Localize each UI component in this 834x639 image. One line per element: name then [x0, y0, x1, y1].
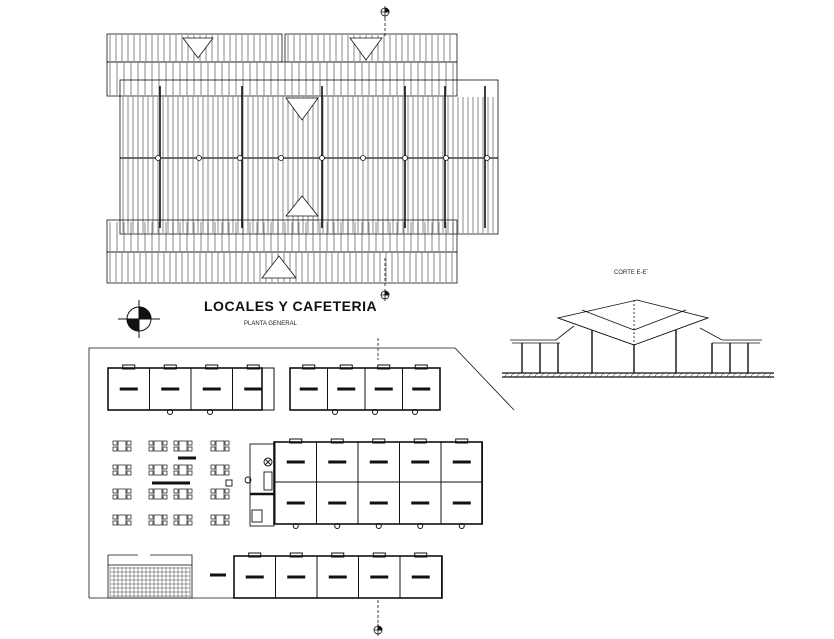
local-unit — [364, 364, 403, 411]
locales-row-outline — [107, 367, 263, 411]
table-with-chairs-icon — [173, 464, 193, 476]
column-dot — [237, 155, 243, 161]
roof-ridge-marker — [285, 97, 319, 121]
local-unit — [149, 364, 192, 411]
table-with-chairs-icon — [210, 440, 230, 452]
roof-main-block — [119, 79, 499, 235]
roof-plan — [106, 18, 499, 288]
table-with-chairs-icon — [210, 514, 230, 526]
column-dot — [360, 155, 366, 161]
roof-hatching — [109, 35, 494, 282]
section-e-e — [502, 299, 774, 378]
column-dot — [484, 155, 490, 161]
section-marker-icon — [380, 289, 390, 301]
local-unit — [399, 438, 442, 483]
local-unit — [399, 481, 442, 529]
section-marker-icon — [380, 6, 390, 18]
table-with-chairs-icon — [148, 464, 168, 476]
table-with-chairs-icon — [112, 440, 132, 452]
local-unit — [274, 481, 317, 529]
roof-wing-bottom — [106, 251, 458, 284]
restroom-block — [107, 554, 226, 599]
north-arrow-icon — [118, 300, 160, 338]
roof-ridge-marker — [261, 255, 297, 279]
local-unit — [289, 364, 328, 411]
local-unit — [274, 438, 317, 483]
table-with-chairs-icon — [148, 488, 168, 500]
locales-row-outline — [233, 555, 443, 599]
local-unit — [357, 438, 400, 483]
section-label: CORTE E-E´ — [614, 270, 649, 276]
local-unit — [399, 552, 442, 599]
roof-upper-band — [106, 61, 458, 97]
column-dot — [443, 155, 449, 161]
local-unit — [316, 552, 359, 599]
locales-group — [107, 364, 483, 599]
roof-ridge-marker — [285, 195, 319, 217]
service-core — [225, 443, 275, 527]
table-with-chairs-icon — [210, 464, 230, 476]
table-with-chairs-icon — [148, 514, 168, 526]
column-dot — [319, 155, 325, 161]
central-block-outline — [273, 441, 483, 525]
site-boundary — [88, 347, 515, 598]
section-marker-icon — [373, 624, 383, 636]
local-unit — [358, 552, 401, 599]
local-unit — [316, 438, 359, 483]
roof-ridge-marker — [349, 37, 383, 61]
table-with-chairs-icon — [173, 488, 193, 500]
table-with-chairs-icon — [112, 514, 132, 526]
cafeteria-tables — [112, 440, 230, 526]
table-with-chairs-icon — [210, 488, 230, 500]
locales-row-outline — [289, 367, 441, 411]
table-with-chairs-icon — [173, 514, 193, 526]
column-dot — [155, 155, 161, 161]
column-dot — [278, 155, 284, 161]
table-with-chairs-icon — [112, 464, 132, 476]
local-unit — [402, 364, 441, 411]
local-unit — [316, 481, 359, 529]
local-unit — [440, 438, 483, 483]
local-unit — [107, 364, 150, 411]
column-dot — [196, 155, 202, 161]
drawing-subtitle: PLANTA GENERAL — [244, 321, 297, 327]
local-unit — [275, 552, 318, 599]
column-dot — [402, 155, 408, 161]
local-unit — [327, 364, 366, 411]
table-with-chairs-icon — [112, 488, 132, 500]
table-with-chairs-icon — [148, 440, 168, 452]
local-unit — [357, 481, 400, 529]
local-unit — [440, 481, 483, 529]
roof-ridge-marker — [182, 37, 214, 59]
drawing-title: LOCALES Y CAFETERIA — [204, 298, 378, 314]
local-unit — [233, 552, 276, 599]
local-unit — [190, 364, 233, 411]
table-with-chairs-icon — [173, 440, 193, 452]
local-unit — [232, 364, 275, 411]
